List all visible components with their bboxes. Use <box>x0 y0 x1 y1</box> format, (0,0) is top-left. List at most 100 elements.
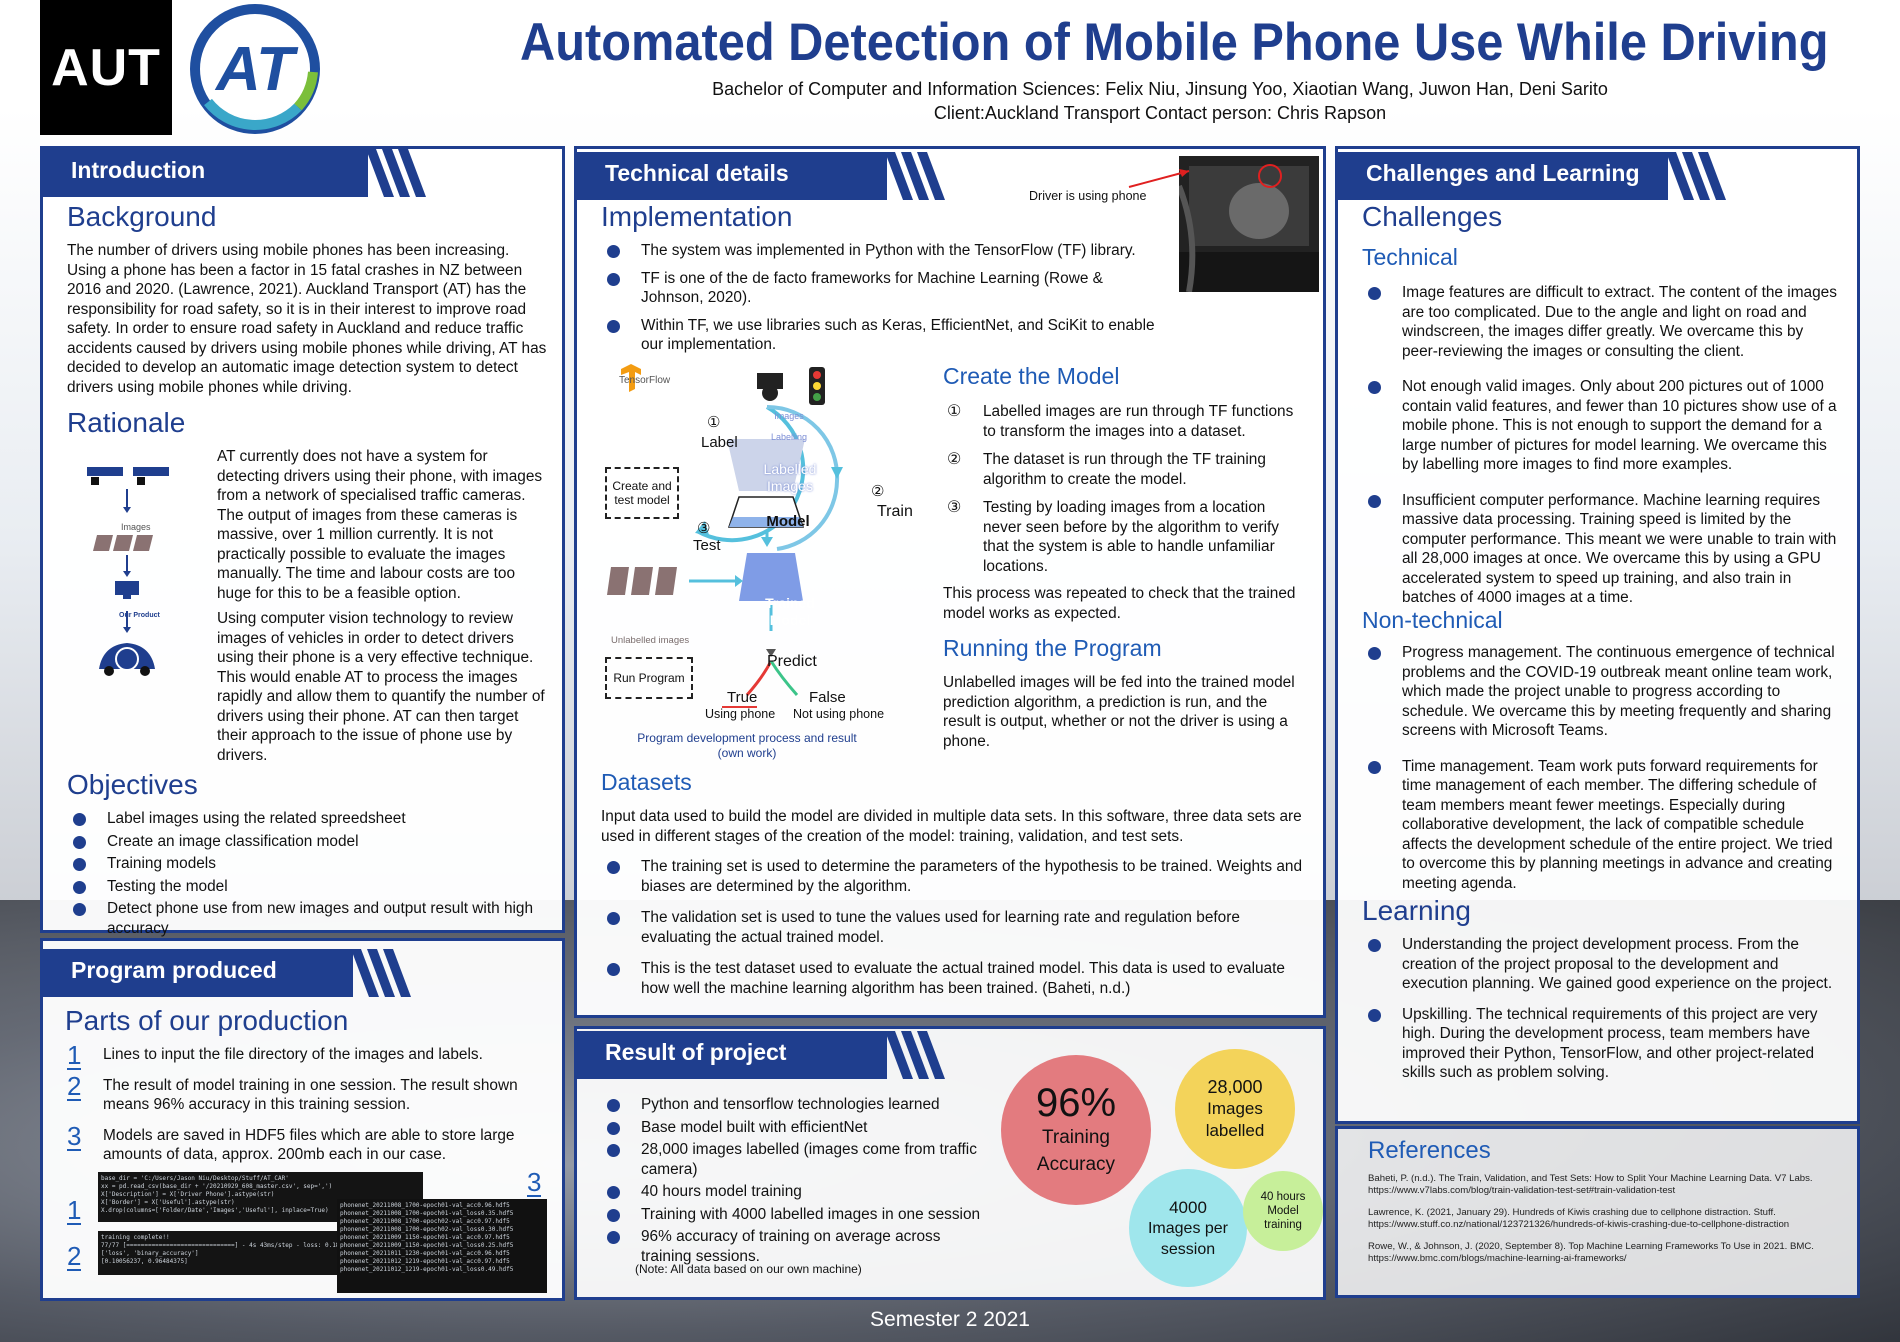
references-heading: References <box>1368 1137 1491 1164</box>
background-text: The number of drivers using mobile phone… <box>67 242 547 396</box>
nontechnical-list: Progress management. The continuous emer… <box>1366 643 1838 909</box>
rationale-images-label: Images <box>121 522 151 532</box>
diagram-caption: Program development process and result (… <box>637 731 857 760</box>
challenge-item: Insufficient computer performance. Machi… <box>1366 491 1838 608</box>
reference-item: Baheti, P. (n.d.). The Train, Validation… <box>1368 1173 1813 1196</box>
accuracy-circle: 96% Training Accuracy <box>1001 1055 1151 1205</box>
photo-caption: Driver is using phone <box>1029 189 1147 203</box>
references-panel: References Baheti, P. (n.d.). The Train,… <box>1335 1126 1860 1298</box>
objectives-heading: Objectives <box>67 769 198 800</box>
implementation-item: The system was implemented in Python wit… <box>605 241 1165 261</box>
running-heading: Running the Program <box>943 635 1162 661</box>
training-hours-circle: 40 hours Model training <box>1243 1171 1323 1251</box>
rationale-text-2: Using computer vision technology to revi… <box>217 610 545 764</box>
parts-heading: Parts of our production <box>65 1005 349 1036</box>
background-heading: Background <box>67 201 217 232</box>
datasets-list: The training set is used to determine th… <box>605 857 1307 1010</box>
diagram-trained-model: Trained Model <box>765 595 815 628</box>
implementation-item: Within TF, we use libraries such as Kera… <box>605 316 1165 355</box>
result-item: 40 hours model training <box>605 1182 995 1202</box>
create-test-box: Create and test model <box>605 467 679 519</box>
false-label: False <box>809 689 846 706</box>
diagram-images: Images <box>774 411 804 421</box>
test-circle-3: ③ <box>697 520 711 537</box>
objective-item: Create an image classification model <box>71 832 541 852</box>
images-per-session-circle: 4000 Images per session <box>1129 1169 1247 1287</box>
traffic-light-icon <box>809 367 825 405</box>
reference-item: Lawrence, K. (2021, January 29). Hundred… <box>1368 1207 1790 1230</box>
diagram-labelling: Labelling <box>770 432 808 442</box>
result-panel: Result of project Python and tensorflow … <box>574 1026 1326 1300</box>
svg-text:AT: AT <box>214 35 299 104</box>
rationale-text-1: AT currently does not have a system for … <box>217 448 543 602</box>
implementation-item: TF is one of the de facto frameworks for… <box>605 269 1165 308</box>
banner-stripes <box>351 949 411 997</box>
technical-banner: Technical details <box>577 152 945 200</box>
at-logo: AT <box>190 4 320 134</box>
tensorflow-logo-icon <box>621 364 641 392</box>
tensorflow-label: TensorFlow <box>619 375 671 386</box>
banner-stripes <box>885 1031 945 1079</box>
references-list: Baheti, P. (n.d.). The Train, Validation… <box>1368 1173 1838 1275</box>
true-label: True <box>727 689 758 706</box>
challenges-heading: Challenges <box>1362 201 1503 232</box>
implementation-heading: Implementation <box>601 201 793 232</box>
authors-line: Bachelor of Computer and Information Sci… <box>712 79 1608 99</box>
learning-item: Upskilling. The technical requirements o… <box>1366 1005 1838 1083</box>
learning-item: Understanding the project development pr… <box>1366 935 1838 994</box>
run-program-box: Run Program <box>605 657 693 699</box>
objectives-list: Label images using the related spreedshe… <box>71 809 541 941</box>
objective-item: Detect phone use from new images and out… <box>71 899 541 938</box>
photo-arrow <box>1128 169 1190 188</box>
program-banner: Program produced <box>43 949 411 997</box>
client-line: Client:Auckland Transport Contact person… <box>933 103 1387 123</box>
unlabelled-label: Unlabelled images <box>611 635 690 646</box>
objective-item: Training models <box>71 854 541 874</box>
dataset-item: The training set is used to determine th… <box>605 857 1307 896</box>
challenges-panel: Challenges and Learning Challenges Techn… <box>1335 146 1860 1124</box>
rationale-heading: Rationale <box>67 407 186 438</box>
challenge-item: Not enough valid images. Only about 200 … <box>1366 377 1838 475</box>
result-list: Python and tensorflow technologies learn… <box>605 1095 995 1269</box>
label-circle-1: ① <box>707 414 721 431</box>
rationale-product-label: Our Product <box>119 612 160 619</box>
datasets-heading: Datasets <box>601 769 692 795</box>
objective-item: Label images using the related spreedshe… <box>71 809 541 829</box>
marker-2: 2 <box>67 1241 82 1271</box>
dataset-item: The validation set is used to tune the v… <box>605 908 1307 947</box>
code-screenshot-3: phonenet_20211008_1700-epoch01-val_acc0.… <box>337 1199 547 1293</box>
train-circle-2: ② <box>871 483 885 500</box>
technical-challenges-list: Image features are difficult to extract.… <box>1366 283 1838 624</box>
result-note: (Note: All data based on our own machine… <box>635 1262 862 1276</box>
challenges-banner: Challenges and Learning <box>1338 152 1726 200</box>
diagram-labelled-images: Labelled Images <box>763 461 817 494</box>
objective-item: Testing the model <box>71 877 541 897</box>
introduction-banner: Introduction <box>43 149 426 197</box>
technical-panel: Technical details Driver is using phone … <box>574 146 1326 1018</box>
driver-photo <box>1179 156 1319 292</box>
using-phone-label: Using phone <box>705 707 776 721</box>
label-step: Label <box>701 434 738 451</box>
aut-logo: AUT <box>40 0 172 135</box>
images-labelled-circle: 28,000 Images labelled <box>1175 1049 1295 1169</box>
not-using-phone-label: Not using phone <box>793 707 885 721</box>
result-banner: Result of project <box>577 1031 945 1079</box>
nontechnical-heading: Non-technical <box>1362 607 1503 633</box>
camera-icon <box>757 373 783 401</box>
process-diagram <box>607 364 843 708</box>
banner-stripes <box>885 152 945 200</box>
challenge-item: Image features are difficult to extract.… <box>1366 283 1838 361</box>
banner-stripes <box>1666 152 1726 200</box>
code-screenshot-2: training complete!! 77/77 [=============… <box>98 1231 368 1275</box>
reference-item: Rowe, W., & Johnson, J. (2020, September… <box>1368 1241 1814 1264</box>
program-panel: Program produced Parts of our production… <box>40 938 565 1301</box>
challenge-item: Progress management. The continuous emer… <box>1366 643 1838 741</box>
